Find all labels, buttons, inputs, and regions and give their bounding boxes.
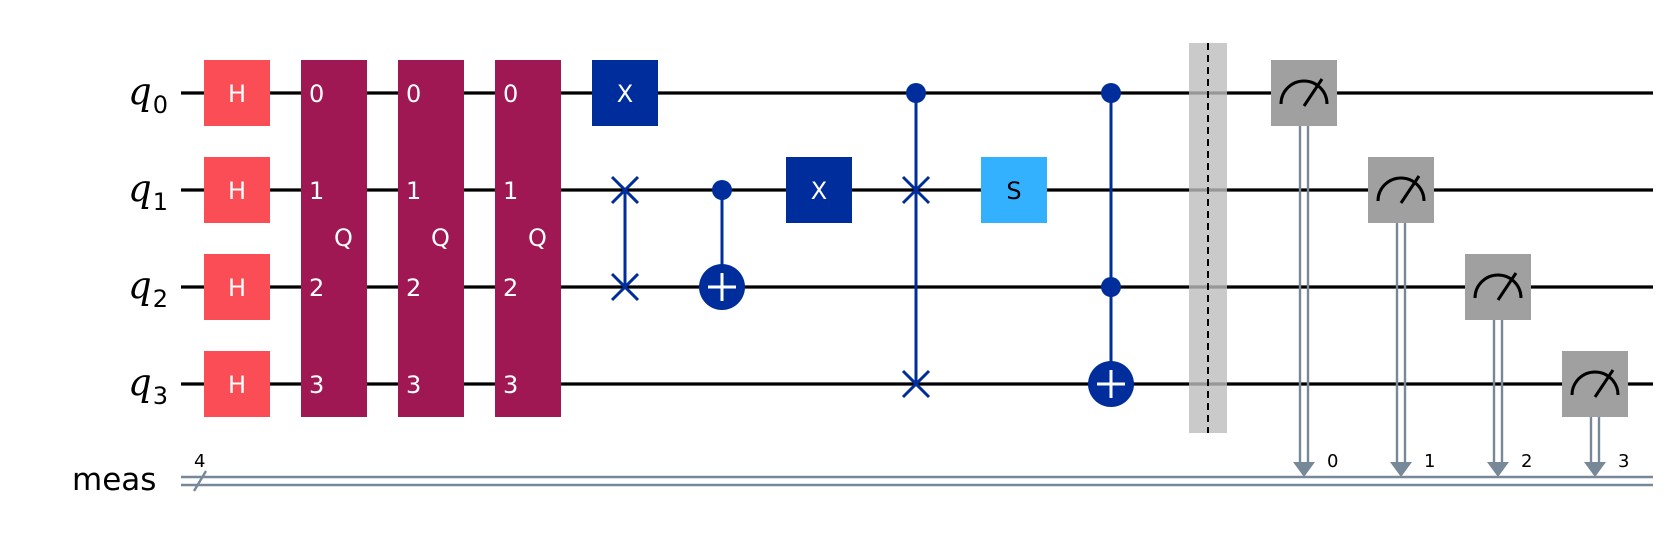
classical-register-label: meas [72,462,156,498]
svg-text:2: 2 [309,274,324,302]
svg-text:1: 1 [503,177,518,205]
svg-text:S: S [1006,177,1021,205]
q-block-3: 0 1 2 3 Q [495,60,561,417]
cswap-gate-q0-q1-q3 [901,83,931,399]
target-plus-icon [699,264,745,310]
h-gate-q0: H [204,60,270,126]
barrier [1189,43,1227,433]
svg-text:2: 2 [406,274,421,302]
qubit-label-1: q1 [128,167,168,216]
svg-text:3: 3 [406,371,421,399]
measure-arrow-icon [1390,462,1412,477]
svg-text:0: 0 [309,80,324,108]
cx-gate-q1-q2 [699,180,745,310]
control-dot-icon [1101,277,1121,297]
meter-icon [1473,272,1523,301]
control-dot-icon [1101,83,1121,103]
meter-icon [1570,369,1620,398]
ccx-gate-q0-q2-q3 [1088,83,1134,407]
measure-bit-label-2: 2 [1521,451,1532,472]
measure-q1: 1 [1368,157,1435,477]
register-labels: q0 q1 q2 q3 meas [72,70,168,498]
svg-text:X: X [617,80,633,108]
h-gate-q2: H [204,254,270,320]
measure-q0: 0 [1271,60,1338,477]
x-gate-q0: X [592,60,658,126]
q-block-1: 0 1 2 3 Q [301,60,367,417]
measure-arrow-icon [1293,462,1315,477]
swap-gate-q1-q2 [610,175,640,302]
svg-text:1: 1 [406,177,421,205]
measure-bit-label-1: 1 [1424,451,1435,472]
classical-register-width: 4 [194,451,205,472]
svg-text:H: H [228,371,246,399]
q-block-2: 0 1 2 3 Q [398,60,464,417]
swap-cross-icon [901,175,931,205]
svg-text:H: H [228,177,246,205]
measure-q2: 2 [1465,254,1532,477]
control-dot-icon [712,180,732,200]
qubit-label-2: q2 [128,264,168,313]
qubit-label-0: q0 [128,70,168,119]
svg-text:3: 3 [503,371,518,399]
measure-arrow-icon [1584,462,1606,477]
target-plus-icon [1088,361,1134,407]
swap-cross-icon [901,369,931,399]
svg-text:H: H [228,80,246,108]
measure-q3: 3 [1562,351,1629,477]
s-gate-q1: S [981,157,1047,223]
svg-text:Q: Q [431,224,450,252]
svg-text:3: 3 [309,371,324,399]
svg-text:X: X [811,177,827,205]
measure-bit-label-3: 3 [1618,451,1629,472]
svg-text:Q: Q [334,224,353,252]
control-dot-icon [906,83,926,103]
meter-icon [1376,175,1426,204]
qubit-label-3: q3 [128,361,168,410]
classical-wire [181,475,1653,487]
swap-cross-icon [610,175,640,205]
svg-text:H: H [228,274,246,302]
measure-arrow-icon [1487,462,1509,477]
svg-text:0: 0 [406,80,421,108]
svg-text:0: 0 [503,80,518,108]
measure-bit-label-0: 0 [1327,451,1338,472]
h-gate-q3: H [204,351,270,417]
meter-icon [1279,78,1329,107]
svg-text:1: 1 [309,177,324,205]
x-gate-q1: X [786,157,852,223]
swap-cross-icon [610,272,640,302]
classical-bus-slash [192,470,208,492]
hadamard-gates: H H H H [204,60,270,417]
h-gate-q1: H [204,157,270,223]
svg-text:2: 2 [503,274,518,302]
svg-text:Q: Q [528,224,547,252]
